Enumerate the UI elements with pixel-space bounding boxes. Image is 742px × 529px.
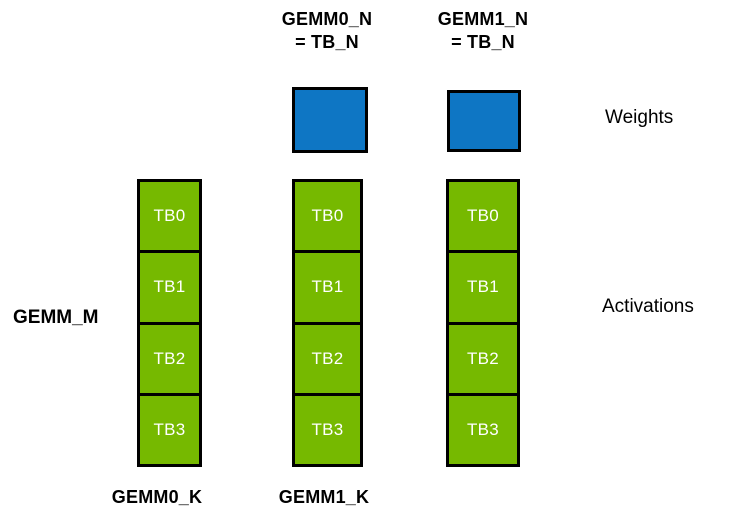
label-gemm0-k: GEMM0_K (111, 487, 203, 507)
label-gemm1-k: GEMM1_K (278, 487, 370, 507)
tb-block: TB1 (449, 253, 517, 325)
label-gemm1-n: GEMM1_N = TB_N (403, 8, 563, 54)
tb-block: TB2 (449, 325, 517, 396)
tb-block: TB3 (311, 419, 344, 439)
tb-block: TB3 (466, 419, 500, 439)
label-weights: Weights (605, 107, 674, 128)
label-gemm-m: GEMM_M (13, 307, 99, 328)
activation-column-0: TB0 TB1 TB2 TB3 (137, 179, 202, 467)
activation-column-2: TB0 TB1 TB2 TB3 (446, 179, 520, 467)
tb-block: TB1 (295, 253, 360, 325)
label-gemm1-n-line1: GEMM1_N (437, 9, 529, 29)
label-gemm0-n: GEMM0_N = TB_N (247, 8, 407, 54)
tb-block: TB3 (153, 419, 186, 439)
label-gemm0-n-line2: = TB_N (295, 32, 359, 52)
label-activations: Activations (602, 296, 694, 317)
tb-block: TB0 (295, 182, 360, 254)
tb-block: TB1 (140, 253, 199, 325)
label-gemm1-n-line2: = TB_N (451, 32, 515, 52)
activation-column-1: TB0 TB1 TB2 TB3 (292, 179, 363, 467)
tb-block: TB0 (140, 182, 199, 254)
tb-block: TB2 (295, 325, 360, 396)
weight-box-gemm1 (447, 90, 521, 152)
tb-block: TB0 (449, 182, 517, 254)
weight-box-gemm0 (292, 87, 368, 153)
label-gemm0-n-line1: GEMM0_N (281, 9, 373, 29)
tb-block: TB2 (140, 325, 199, 396)
